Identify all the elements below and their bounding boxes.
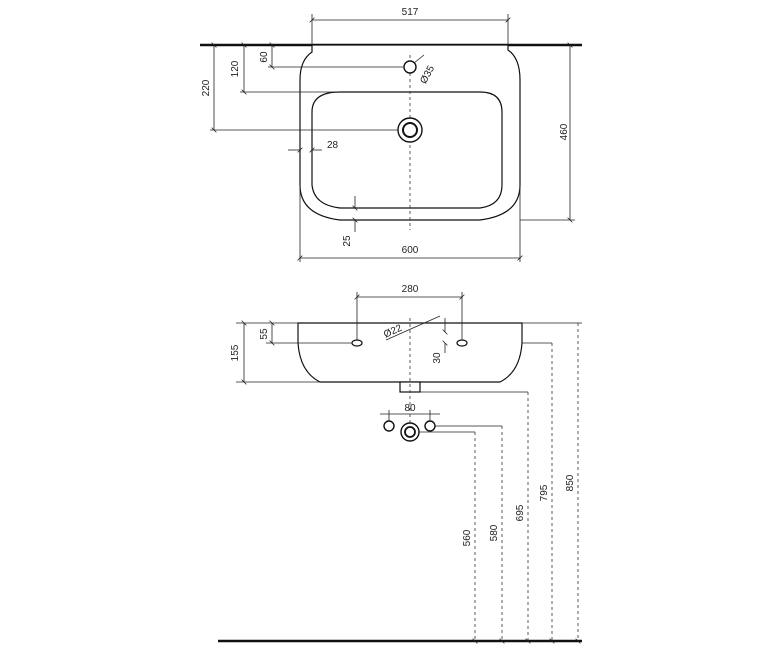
dim-580: 580	[489, 524, 500, 541]
dim-28: 28	[327, 140, 339, 151]
dim-30: 30	[432, 352, 443, 364]
dim-850: 850	[565, 474, 576, 491]
front-view: 280 155 55 Ø22 30 80	[218, 284, 582, 644]
dim-695: 695	[515, 504, 526, 521]
dim-517: 517	[402, 7, 419, 18]
dim-80: 80	[404, 403, 416, 414]
fixing-hole-right	[456, 339, 468, 347]
dim-600: 600	[402, 245, 419, 256]
pipe-center-inner	[404, 426, 416, 438]
dim-460: 460	[559, 123, 570, 140]
drain-inner	[402, 122, 418, 138]
pipe-right	[424, 420, 436, 432]
basin-outline-front	[297, 322, 523, 383]
dim-25: 25	[342, 235, 353, 247]
top-view: 517 600 460 60 120 220 Ø35 28 25	[200, 7, 582, 262]
dim-280: 280	[402, 284, 419, 295]
fixing-hole-left	[351, 339, 363, 347]
dim-795: 795	[539, 484, 550, 501]
dim-560: 560	[462, 529, 473, 546]
dim-155: 155	[230, 344, 241, 361]
dim-120: 120	[230, 60, 241, 77]
bowl-outline-top	[311, 91, 503, 209]
pipe-left	[383, 420, 395, 432]
dim-60: 60	[259, 51, 270, 63]
dim-55: 55	[259, 328, 270, 340]
dim-220: 220	[201, 79, 212, 96]
